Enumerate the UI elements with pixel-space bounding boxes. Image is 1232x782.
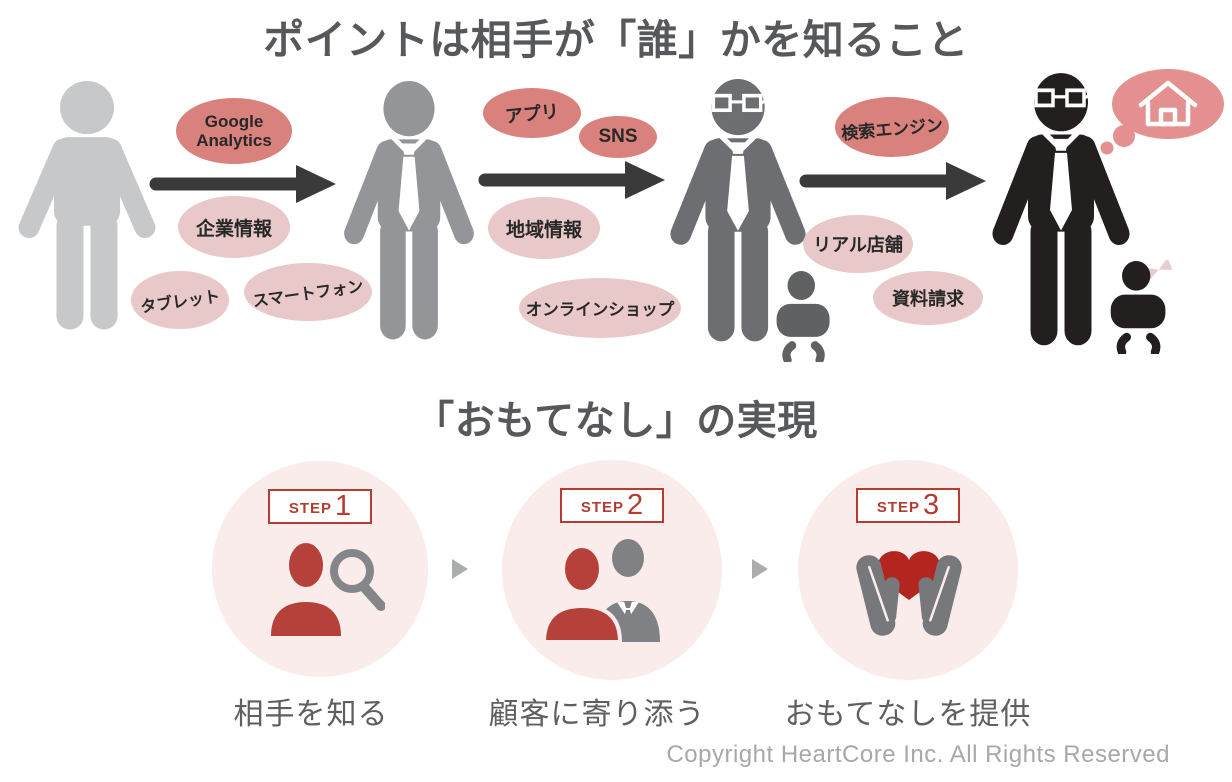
arrow-right-icon — [798, 159, 988, 203]
bubble-real-store: リアル店舗 — [803, 215, 913, 273]
bubble-label: オンラインショップ — [525, 301, 675, 319]
step1-circle: STEP 1 — [212, 461, 428, 677]
bubble-regional-info: 地域情報 — [488, 197, 600, 259]
step2-circle: STEP 2 — [502, 460, 722, 680]
section-title-omotenashi: 「おもてなし」の実現 — [414, 399, 818, 443]
bubble-label: 地域情報 — [505, 219, 582, 241]
step-arrow-icon — [452, 559, 468, 579]
bubble-smartphone: スマートフォン — [244, 263, 372, 321]
hands-holding-heart-icon — [856, 551, 962, 636]
bubble-label: アプリ — [504, 101, 561, 127]
step-arrow-icon — [752, 559, 768, 579]
step-number: 1 — [335, 490, 352, 522]
step2-caption: 顧客に寄り添う — [488, 698, 706, 731]
arrow-right-icon — [477, 158, 667, 202]
baby-silhouette-black-icon — [1106, 260, 1172, 354]
step-label: STEP — [580, 498, 625, 516]
bubble-corporate-info: 企業情報 — [178, 196, 290, 258]
page-title: ポイントは相手が「誰」かを知ること — [263, 17, 969, 63]
step3-badge: STEP 3 — [856, 488, 960, 523]
bubble-document-request: 資料請求 — [873, 271, 983, 325]
bubble-google-analytics: Google Analytics — [176, 98, 292, 164]
bubble-search-engine: 検索エンジン — [835, 97, 949, 157]
step1-badge: STEP 1 — [268, 489, 372, 524]
copyright-notice: Copyright HeartCore Inc. All Rights Rese… — [666, 741, 1170, 768]
step-number: 3 — [923, 489, 940, 521]
bubble-label: SNS — [598, 126, 638, 147]
step1-caption: 相手を知る — [233, 698, 389, 731]
step3-caption: おもてなしを提供 — [784, 698, 1032, 731]
thought-bubble-house-icon — [1100, 69, 1224, 155]
bubble-label: タブレット — [139, 288, 222, 317]
step3-circle: STEP 3 — [798, 460, 1018, 680]
bubble-online-shop: オンラインショップ — [519, 278, 681, 338]
bubble-label: 資料請求 — [892, 289, 964, 309]
baby-silhouette-gray-icon — [772, 270, 836, 362]
magnifier-icon — [330, 549, 374, 593]
step-label: STEP — [876, 498, 921, 516]
left-hand-icon — [856, 555, 900, 636]
step2-badge: STEP 2 — [560, 488, 664, 523]
bubble-app: アプリ — [483, 88, 581, 138]
step-number: 2 — [627, 489, 644, 521]
bubble-label: 企業情報 — [195, 218, 272, 240]
bubble-label: Google — [204, 111, 264, 131]
customer-pair-icon — [541, 539, 660, 642]
right-hand-icon — [918, 555, 962, 636]
bubble-label: Analytics — [196, 131, 272, 150]
bubble-label: 検索エンジン — [840, 115, 944, 143]
bubble-tablet: タブレット — [131, 271, 229, 329]
bubble-sns: SNS — [579, 116, 657, 158]
step-label: STEP — [288, 499, 333, 517]
bubble-label: リアル店舗 — [813, 235, 903, 255]
bubble-label: スマートフォン — [251, 278, 365, 311]
know-customer-search-icon — [271, 543, 385, 636]
